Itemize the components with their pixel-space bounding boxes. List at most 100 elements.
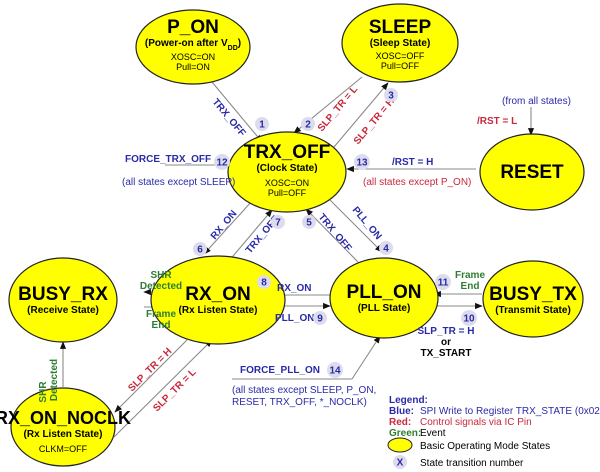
note-rst-low: (from all states)	[502, 96, 571, 107]
state-attr: XOSC=OFF	[376, 51, 425, 61]
badge-t3: 3	[384, 88, 398, 102]
state-name: P_ON	[167, 17, 219, 38]
svg-text:3: 3	[388, 91, 394, 102]
edge-7	[227, 209, 273, 263]
legend-badge-swatch	[393, 455, 407, 469]
note-t13: (all states except P_ON)	[363, 177, 471, 188]
svg-text:8: 8	[261, 278, 267, 289]
svg-text:14: 14	[329, 366, 341, 377]
state-description: (Rx Listen State)	[24, 429, 103, 440]
edge-1	[211, 81, 263, 143]
legend: Legend: Blue: SPI Write to Register TRX_…	[387, 395, 600, 469]
label-noclk-shr-2: Detected	[49, 359, 60, 401]
badge-t10: 10	[461, 310, 477, 326]
state-attr: XOSC=ON	[265, 178, 309, 188]
state-description: (Rx Listen State)	[179, 305, 258, 316]
label-t10: SLP_TR = H	[418, 326, 475, 337]
label-t10-or: or	[441, 337, 451, 348]
edge-3	[333, 82, 389, 148]
legend-blue-key: Blue:	[389, 406, 414, 417]
badge-t5: 5	[302, 215, 316, 229]
legend-state-swatch	[387, 437, 413, 453]
label-shr-detected-2: Detected	[140, 281, 182, 292]
badge-t4: 4	[379, 241, 393, 255]
state-name: TRX_OFF	[244, 142, 331, 163]
svg-text:10: 10	[463, 314, 475, 325]
svg-text:11: 11	[438, 278, 449, 289]
state-description: (Clock State)	[256, 163, 317, 174]
state-description: (Receive State)	[27, 305, 99, 316]
state-attr: Pull=OFF	[268, 188, 307, 198]
state-rx-on: RX_ON (Rx Listen State)	[150, 255, 286, 345]
svg-text:7: 7	[275, 218, 281, 229]
state-attr: CLKM=OFF	[39, 444, 88, 454]
svg-text:6: 6	[197, 245, 203, 256]
label-t3: SLP_TR = H	[352, 96, 397, 147]
state-attr: Pull=OFF	[381, 61, 420, 71]
state-name: RX_ON_NOCLK	[0, 408, 131, 428]
legend-badge-symbol: X	[397, 458, 404, 469]
label-t14: FORCE_PLL_ON	[240, 365, 320, 376]
legend-state-text: Basic Operating Mode States	[420, 441, 550, 452]
legend-red-key: Red:	[389, 417, 411, 428]
label-t8: RX_ON	[277, 283, 311, 294]
badge-t14: 14	[327, 362, 343, 378]
badge-t11: 11	[435, 274, 451, 290]
state-p-on: P_ON (Power-on after VDD) XOSC=ON Pull=O…	[135, 9, 251, 85]
svg-text:4: 4	[383, 244, 389, 255]
legend-blue-text: SPI Write to Register TRX_STATE (0x02)	[420, 406, 600, 417]
svg-text:12: 12	[216, 158, 228, 169]
label-t10-tx-start: TX_START	[421, 348, 472, 359]
badge-t6: 6	[193, 242, 207, 256]
state-name: BUSY_TX	[489, 284, 577, 305]
state-busy-rx: BUSY_RX (Receive State)	[8, 257, 118, 343]
note-t12: (all states except SLEEP)	[122, 177, 235, 188]
note-t14-2: RESET, TRX_OFF, *_NOCLK)	[232, 397, 367, 408]
edge-4	[329, 199, 383, 253]
badge-t13: 13	[354, 154, 370, 170]
label-noclk-slp-h: SLP_TR = H	[126, 346, 174, 394]
state-description: (Sleep State)	[370, 38, 431, 49]
note-t14-1: (all states except SLEEP, P_ON,	[232, 385, 376, 396]
svg-text:9: 9	[317, 314, 323, 325]
state-name: PLL_ON	[347, 282, 422, 303]
edge-noclk-slp-h	[114, 339, 188, 413]
badge-t9: 9	[313, 311, 327, 325]
label-frame-end-rx-2: End	[152, 320, 171, 331]
state-name: SLEEP	[369, 17, 432, 38]
state-name: BUSY_RX	[18, 284, 108, 305]
state-busy-tx: BUSY_TX (Transmit State)	[482, 260, 584, 338]
state-reset: RESET	[479, 133, 585, 211]
legend-green-text: Event	[420, 428, 446, 439]
legend-green-key: Green:	[389, 428, 421, 439]
label-t6: RX_ON	[209, 208, 240, 241]
state-description: (PLL State)	[358, 303, 411, 314]
badge-t2: 2	[301, 117, 315, 131]
legend-badge-text: State transition number	[420, 458, 524, 469]
state-name: RESET	[500, 162, 564, 183]
badge-t8: 8	[257, 275, 271, 289]
state-trx-off: TRX_OFF (Clock State) XOSC=ON Pull=OFF	[227, 131, 347, 213]
label-t11: Frame	[455, 270, 485, 281]
state-name: RX_ON	[185, 284, 250, 305]
label-frame-end-rx: Frame	[146, 309, 176, 320]
edge-6	[203, 200, 253, 255]
edge-noclk-slp-l	[113, 339, 213, 438]
edge-14b	[351, 335, 381, 380]
svg-text:13: 13	[356, 158, 368, 169]
badge-t12: 12	[214, 154, 230, 170]
badge-t1: 1	[255, 117, 269, 131]
state-sleep: SLEEP (Sleep State) XOSC=OFF Pull=OFF	[341, 3, 459, 83]
svg-text:2: 2	[305, 120, 311, 131]
label-t11-2: End	[461, 281, 480, 292]
state-description: (Power-on after VDD)	[145, 38, 241, 52]
state-attr: XOSC=ON	[171, 52, 215, 62]
svg-text:5: 5	[306, 218, 312, 229]
label-rst-low: /RST = L	[477, 116, 517, 127]
state-attr: Pull=ON	[176, 62, 210, 72]
label-t12: FORCE_TRX_OFF	[125, 154, 211, 165]
state-pll-on: PLL_ON (PLL State)	[329, 257, 439, 339]
label-shr-detected: SHR	[150, 270, 172, 281]
